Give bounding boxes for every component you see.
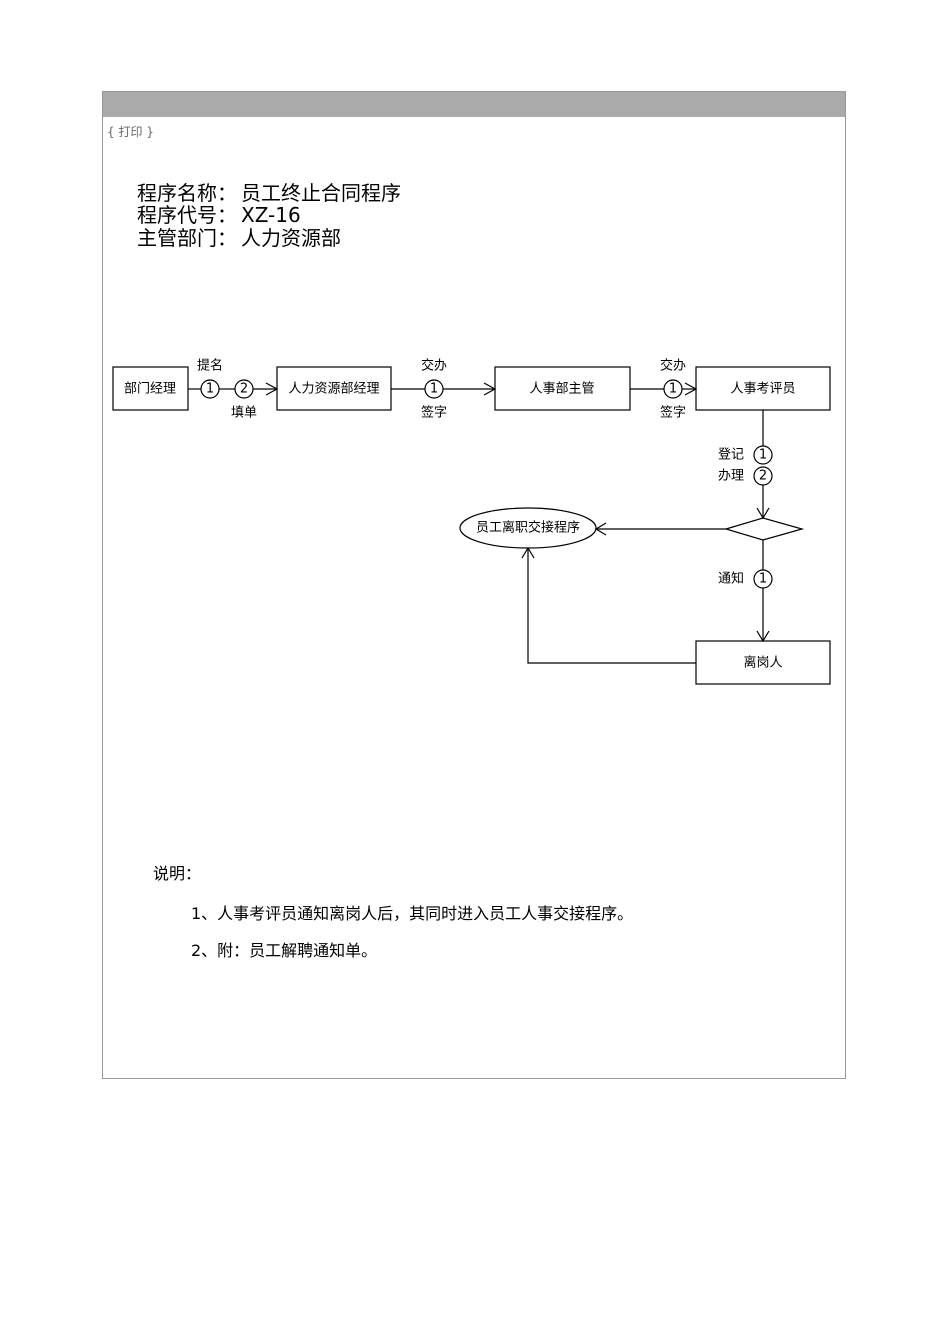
step-number: 1 <box>669 382 677 397</box>
department-value: 人力资源部 <box>241 226 341 250</box>
node-dept-manager <box>112 366 189 411</box>
node-hr-manager <box>276 366 392 411</box>
print-link[interactable]: { 打印 } <box>107 125 154 139</box>
decision-diamond <box>723 517 805 541</box>
step-label: 通知 <box>718 571 744 587</box>
step-label: 签字 <box>421 405 447 421</box>
step-label: 登记 <box>718 448 744 463</box>
step-number: 2 <box>759 469 767 484</box>
program-code-value: XZ-16 <box>241 203 301 227</box>
node-label: 员工离职交接程序 <box>476 520 580 536</box>
top-bar <box>103 92 845 117</box>
note-item: 2、附：员工解聘通知单。 <box>191 941 378 960</box>
program-code-label: 程序代号： <box>137 203 237 227</box>
step-number: 1 <box>430 382 438 397</box>
note-item: 1、人事考评员通知离岗人后，其同时进入员工人事交接程序。 <box>191 904 634 923</box>
step-label: 交办 <box>660 358 686 374</box>
program-name: 程序名称：员工终止合同程序 <box>137 182 401 204</box>
node-label: 部门经理 <box>124 382 176 397</box>
step-label: 提名 <box>197 358 223 374</box>
step-number: 1 <box>759 572 767 587</box>
step-number: 2 <box>240 382 248 397</box>
node-label: 人力资源部经理 <box>288 382 379 397</box>
program-name-value: 员工终止合同程序 <box>241 181 401 205</box>
step-number: 1 <box>759 448 767 463</box>
department: 主管部门：人力资源部 <box>137 227 341 249</box>
node-hr-supervisor <box>494 366 631 411</box>
notes-heading: 说明： <box>153 864 202 883</box>
step-label: 签字 <box>660 405 686 421</box>
node-label: 人事考评员 <box>730 382 795 397</box>
document-frame: { 打印 } 程序名称：员工终止合同程序 程序代号：XZ-16 主管部门：人力资… <box>102 91 846 1079</box>
program-name-label: 程序名称： <box>137 181 237 205</box>
department-label: 主管部门： <box>137 226 237 250</box>
step-label: 交办 <box>421 358 447 374</box>
node-hr-assessor <box>695 366 831 411</box>
node-label: 离岗人 <box>743 655 782 671</box>
step-circles <box>200 379 773 589</box>
step-label: 办理 <box>718 469 744 484</box>
node-handover <box>459 507 597 549</box>
node-leaver <box>695 640 831 685</box>
step-number: 1 <box>206 382 214 397</box>
program-code: 程序代号：XZ-16 <box>137 204 301 226</box>
node-label: 人事部主管 <box>529 382 594 397</box>
step-label: 填单 <box>231 406 257 421</box>
